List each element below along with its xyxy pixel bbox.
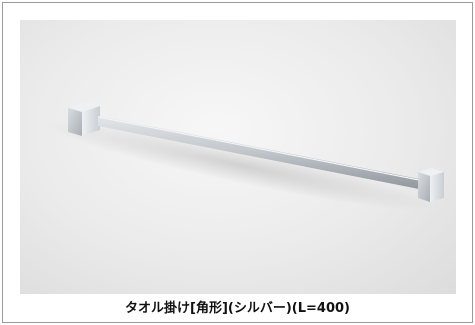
towel-bar-rod (98, 116, 424, 190)
product-photo (20, 20, 456, 294)
towel-bar-illustration (42, 102, 444, 211)
product-caption: タオル掛け[角形](シルバー)(L=400) (125, 301, 350, 316)
left-mount-side (82, 106, 100, 136)
left-mount-top (68, 102, 100, 112)
left-mount-front (68, 108, 82, 136)
right-mount-front (418, 172, 430, 202)
right-mount-side (430, 172, 444, 202)
right-mount-top (418, 168, 444, 176)
towel-bar-highlight (97, 116, 425, 182)
product-card: タオル掛け[角形](シルバー)(L=400) (2, 2, 473, 323)
bar-shadow (42, 119, 434, 211)
